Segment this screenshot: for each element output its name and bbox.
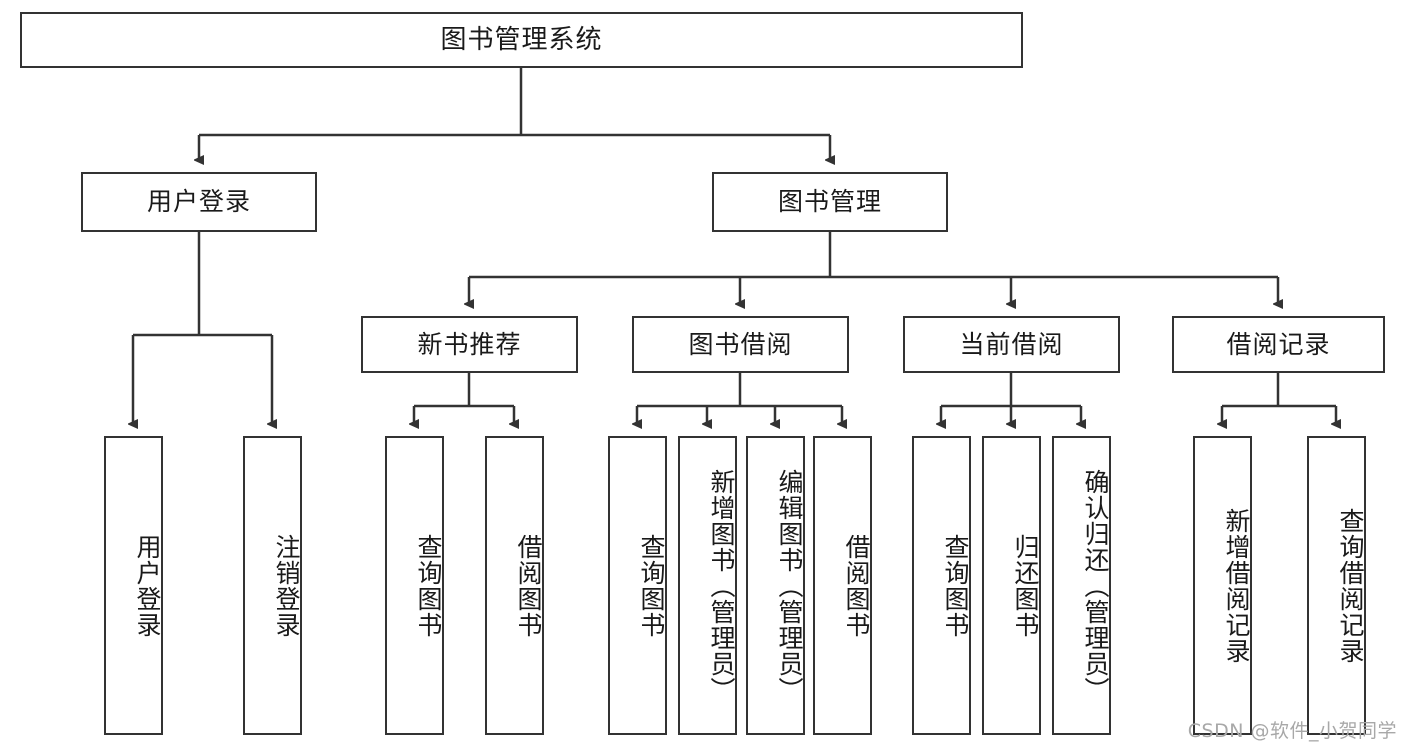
leaf-borrow-book-recommend[interactable]: 借阅图书 [485,436,544,735]
leaf-borrow-book[interactable]: 借阅图书 [813,436,872,735]
node-label: 当前借阅 [959,329,1064,359]
node-label: 借阅图书 [514,533,543,638]
leaf-confirm-return[interactable]: 确认归还（管理员） [1052,436,1111,735]
node-book-management[interactable]: 图书管理 [712,172,948,232]
node-label: 借阅记录 [1226,329,1331,359]
watermark: CSDN @软件_小贺同学 [1187,720,1397,742]
node-book-management-system[interactable]: 图书管理系统 [20,12,1023,68]
node-label: 借阅图书 [842,533,871,638]
leaf-logout-login[interactable]: 注销登录 [243,436,302,735]
leaf-add-borrow-record[interactable]: 新增借阅记录 [1193,436,1252,735]
node-user-login[interactable]: 用户登录 [81,172,317,232]
node-label: 图书借阅 [688,329,793,359]
node-label: 归还图书 [1011,533,1040,638]
node-label: 查询图书 [414,533,443,638]
node-label: 新书推荐 [417,329,522,359]
leaf-return-book[interactable]: 归还图书 [982,436,1041,735]
node-book-borrow[interactable]: 图书借阅 [632,316,849,373]
node-label: 图书管理系统 [440,24,603,55]
node-label: 新增借阅记录 [1222,507,1251,664]
node-label: 查询图书 [637,533,666,638]
node-borrow-record[interactable]: 借阅记录 [1172,316,1385,373]
node-new-book-recommend[interactable]: 新书推荐 [361,316,578,373]
leaf-query-book-recommend[interactable]: 查询图书 [385,436,444,735]
node-label: 用户登录 [146,187,251,217]
node-current-borrow[interactable]: 当前借阅 [903,316,1120,373]
node-label: 查询图书 [941,533,970,638]
node-label: 查询借阅记录 [1336,507,1365,664]
leaf-query-borrow-record[interactable]: 查询借阅记录 [1307,436,1366,735]
node-label: 确认归还（管理员） [1081,468,1110,703]
leaf-user-login[interactable]: 用户登录 [104,436,163,735]
leaf-edit-book[interactable]: 编辑图书（管理员） [746,436,805,735]
leaf-add-book[interactable]: 新增图书（管理员） [678,436,737,735]
node-label: 编辑图书（管理员） [775,468,804,703]
leaf-query-book-current[interactable]: 查询图书 [912,436,971,735]
leaf-query-book-borrow[interactable]: 查询图书 [608,436,667,735]
node-label: 注销登录 [272,533,301,638]
node-label: 用户登录 [133,533,162,638]
node-label: 图书管理 [777,187,882,217]
node-label: 新增图书（管理员） [707,468,736,703]
